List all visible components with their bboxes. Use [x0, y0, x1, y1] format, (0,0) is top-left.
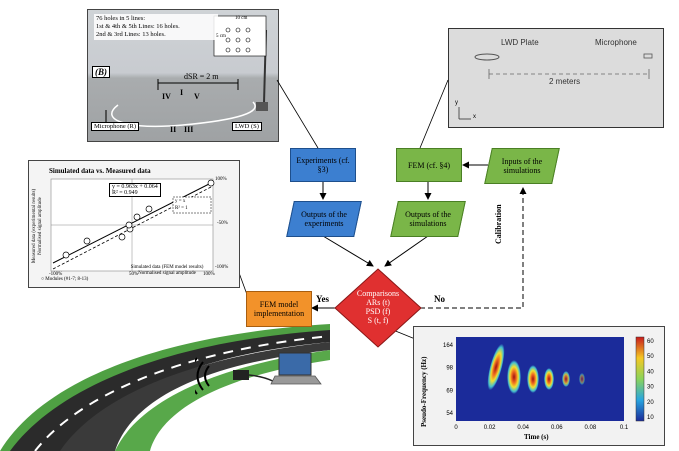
scatter-ylabel: Measured data (experimental results) Nor…: [32, 181, 44, 271]
comparison-line: S (t, f): [367, 316, 389, 325]
holes-note-line: 1st & 4th & 5th Lines: 16 holes.: [96, 23, 180, 30]
outputs-simulations-label: Outputs of the simulations: [405, 210, 451, 228]
spectrogram-chart: 0 0.02 0.04 0.06 0.08 0.1 164 98 69 54 60 50 40 30 2…: [443, 336, 654, 431]
x-tick-group: 0 0.02 0.04 0.06 0.08 0.1: [454, 425, 629, 431]
tick-bottom: -100%: [215, 265, 229, 270]
roman-ii: II: [170, 125, 177, 134]
energy-blob: [579, 373, 585, 385]
tick-neg-mid: -50%: [217, 221, 228, 226]
fit-equation: y = 0.963x + 0.064: [112, 184, 158, 190]
colorbar-tick-label: 20: [647, 400, 654, 406]
scatter-xlabel: Simulated data (FEM model results) Norma…: [117, 265, 217, 277]
tick-left: -100%: [49, 272, 63, 277]
scatter-panel: Simulated data vs. Measured data y = 0.9…: [28, 160, 240, 288]
spectrogram-panel: 0 0.02 0.04 0.06 0.08 0.1 164 98 69 54 60 50 40 30 2…: [413, 326, 665, 446]
colorbar: [635, 336, 645, 422]
colorbar-tick-label: 30: [647, 385, 654, 391]
fit-r2: R² = 0.949: [112, 190, 138, 196]
inset-top-label: 10 cm: [235, 16, 248, 21]
x-tick-label: 0.02: [484, 425, 496, 431]
y-tick-label: 54: [446, 411, 453, 417]
x-tick-label: 0.04: [517, 425, 529, 431]
y-tick-group: 164 98 69 54: [443, 343, 454, 417]
sim-axis-y: y: [455, 100, 458, 106]
energy-blob: [487, 343, 505, 391]
simulation-scene: [458, 53, 653, 120]
x-tick-label: 0: [454, 425, 458, 431]
panel-letter: (B): [92, 66, 110, 78]
fem-implementation-box: FEM model implementation: [246, 291, 312, 327]
comparison-line: PSD (f): [365, 307, 391, 316]
microphone-label: Microphone (R): [91, 122, 140, 131]
simulation-panel: LWD Plate Microphone 2 meters y x: [448, 28, 664, 128]
scatter-ylabel-line2: Normalised signal amplitude: [38, 197, 43, 255]
distance-label: dSR = 2 m: [184, 72, 219, 81]
points-legend-label: Modules (#1-7; 8-13): [45, 277, 89, 282]
fit-box: y = 0.963x + 0.064 R² = 0.949: [109, 183, 161, 197]
y-tick-label: 164: [443, 343, 454, 349]
experiments-label: Experiments (cf. §3): [296, 156, 350, 174]
spectrogram-plot-area: [456, 337, 624, 421]
energy-blob: [507, 360, 521, 394]
y-tick-label: 98: [446, 366, 453, 372]
colorbar-tick-group: 60 50 40 30 20 10: [647, 339, 654, 421]
sim-axis-x: x: [473, 114, 476, 120]
experiment-photo: 76 holes in 5 lines: 1st & 4th & 5th Lin…: [87, 9, 279, 142]
scatter-xlabel-line2: Normalised signal amplitude: [138, 271, 196, 276]
x-tick-label: 0.06: [551, 425, 563, 431]
ideal-line-label: y = x: [175, 199, 186, 204]
tick-top: 100%: [215, 177, 227, 182]
holes-note-line: 2nd & 3rd Lines: 13 holes.: [96, 31, 166, 38]
roman-iv: IV: [162, 92, 171, 101]
colorbar-tick-label: 40: [647, 369, 654, 375]
lwd-plate-label: LWD Plate: [501, 38, 539, 47]
sim-distance-label: 2 meters: [549, 77, 581, 86]
fem-box: FEM (cf. §4): [396, 148, 462, 182]
y-tick-label: 69: [446, 388, 453, 394]
spectrogram-ylabel: Pseudo-Frequency (Hz): [420, 356, 428, 427]
colorbar-tick-label: 60: [647, 339, 654, 345]
ideal-r2-label: R² = 1: [175, 206, 188, 211]
outputs-simulations-box: Outputs of the simulations: [390, 201, 466, 237]
sim-microphone-label: Microphone: [595, 38, 637, 47]
measurement-setup-icons: [195, 352, 322, 395]
roman-iii: III: [184, 125, 194, 134]
x-tick-label: 0.08: [585, 425, 597, 431]
points-legend: ○ Modules (#1-7; 8-13): [41, 277, 88, 282]
comparison-line: Comparisons: [356, 289, 400, 298]
experiments-box: Experiments (cf. §3): [290, 148, 356, 182]
yes-label: Yes: [316, 294, 329, 304]
roman-i: I: [180, 88, 184, 97]
comparison-diamond: [334, 268, 422, 348]
energy-blob: [562, 371, 570, 387]
circle-marker-icon: ○: [41, 277, 45, 282]
energy-blob: [527, 365, 539, 393]
holes-note-line: 76 holes in 5 lines:: [96, 15, 146, 22]
fem-label: FEM (cf. §4): [408, 160, 450, 170]
fem-implementation-label: FEM model implementation: [253, 300, 305, 318]
spectrogram-xlabel: Time (s): [524, 433, 549, 441]
outputs-experiments-box: Outputs of the experiments: [286, 201, 362, 237]
ideal-legend: y = x R² = 1: [175, 198, 188, 212]
colorbar-tick-label: 50: [647, 354, 654, 360]
x-tick-label: 0.1: [620, 425, 629, 431]
tick-mid: 50%: [129, 272, 139, 277]
colorbar-tick-label: 10: [647, 415, 654, 421]
holes-note: 76 holes in 5 lines: 1st & 4th & 5th Lin…: [94, 14, 218, 40]
lwd-label: LWD (S): [232, 122, 262, 131]
no-label: No: [434, 294, 445, 304]
outputs-experiments-label: Outputs of the experiments: [301, 210, 347, 228]
scatter-xlabel-line1: Simulated data (FEM model results): [130, 265, 204, 270]
calibration-label: Calibration: [494, 204, 503, 244]
inset-side-label: 5 cm: [216, 34, 226, 39]
comparison-line: ARs (t): [366, 298, 390, 307]
energy-blob: [544, 368, 554, 390]
tick-right: 100%: [203, 272, 215, 277]
inputs-box: Inputs of the simulations: [484, 148, 560, 184]
inputs-label: Inputs of the simulations: [501, 157, 543, 175]
comparison-text: Comparisons ARs (t) PSD (f) S (t, f): [346, 289, 410, 325]
roman-v: V: [194, 92, 200, 101]
photo-scene: [105, 15, 268, 128]
scatter-title: Simulated data vs. Measured data: [49, 167, 151, 175]
